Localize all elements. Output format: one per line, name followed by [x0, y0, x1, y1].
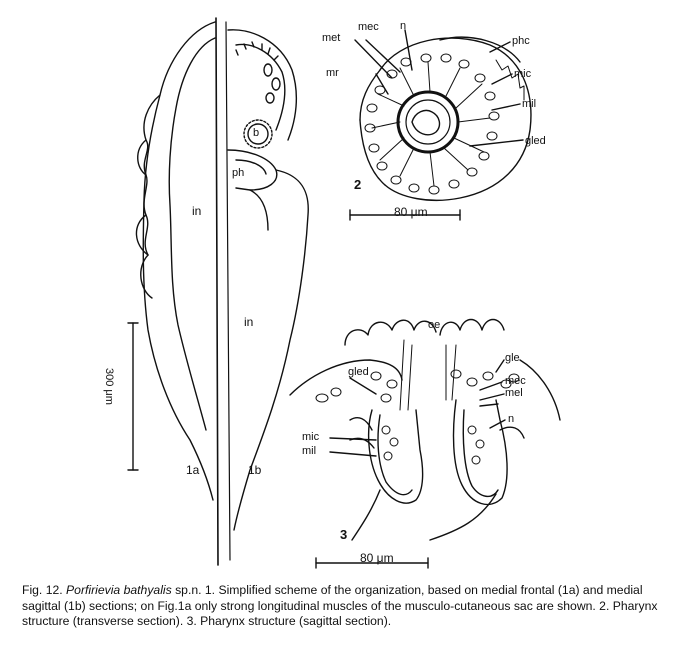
- label-fig1-scale: 300 μm: [103, 368, 115, 405]
- figure-2-pharynx-transverse: [354, 29, 532, 201]
- label-fig2-phc: phc: [512, 35, 530, 47]
- label-fig2-mr: mr: [326, 67, 339, 79]
- label-fig2-met: met: [322, 32, 341, 44]
- figure-3-scale-bar: [315, 557, 429, 569]
- figure-3-pharynx-sagittal: [289, 318, 561, 541]
- label-fig3-mic: mic: [302, 431, 320, 443]
- label-fig1b: 1b: [248, 463, 262, 477]
- label-fig1-in-upper: in: [192, 204, 202, 218]
- label-fig1a: 1a: [186, 463, 200, 477]
- label-fig2-n: n: [400, 20, 407, 32]
- figure-1a-body-outline: [135, 21, 216, 501]
- label-fig1-in-lower: in: [244, 315, 254, 329]
- label-fig3-mil: mil: [302, 445, 317, 457]
- figure-1-scale-bar: [127, 322, 139, 471]
- label-fig3-oe: oe: [428, 319, 441, 331]
- label-fig2-mec: mec: [358, 21, 379, 33]
- caption-prefix: Fig. 12.: [22, 583, 67, 597]
- label-fig3-scale: 80 μm: [360, 551, 394, 565]
- label-fig2-mic: mic: [514, 68, 532, 80]
- caption-text: sp.n. 1. Simplified scheme of the organi…: [22, 583, 658, 628]
- label-fig3-mec: mec: [505, 375, 526, 387]
- figure-2-scale-bar: [349, 209, 461, 221]
- label-fig3-n: n: [508, 413, 515, 425]
- label-fig3-mel: mel: [505, 387, 523, 399]
- figure-plate: in in b ph 1a 1b 300 μm met mec n mr phc…: [103, 17, 561, 569]
- figure-caption: Fig. 12. Porfirievia bathyalis sp.n. 1. …: [22, 583, 682, 630]
- label-fig2-mil: mil: [522, 98, 537, 110]
- label-fig1-b: b: [253, 127, 260, 139]
- label-fig2-number: 2: [354, 177, 362, 192]
- label-fig3-number: 3: [340, 527, 348, 542]
- label-fig2-gled: gled: [525, 135, 546, 147]
- label-fig3-gle: gle: [505, 352, 520, 364]
- figure-drawings: [127, 17, 561, 569]
- caption-species: Porfirievia bathyalis: [66, 583, 172, 597]
- label-fig2-scale: 80 μm: [394, 205, 428, 219]
- label-fig3-gled: gled: [348, 366, 369, 378]
- label-fig1-ph: ph: [232, 167, 245, 179]
- figure-1-midline: [215, 17, 219, 566]
- figure-1b-body-outline: [227, 29, 309, 531]
